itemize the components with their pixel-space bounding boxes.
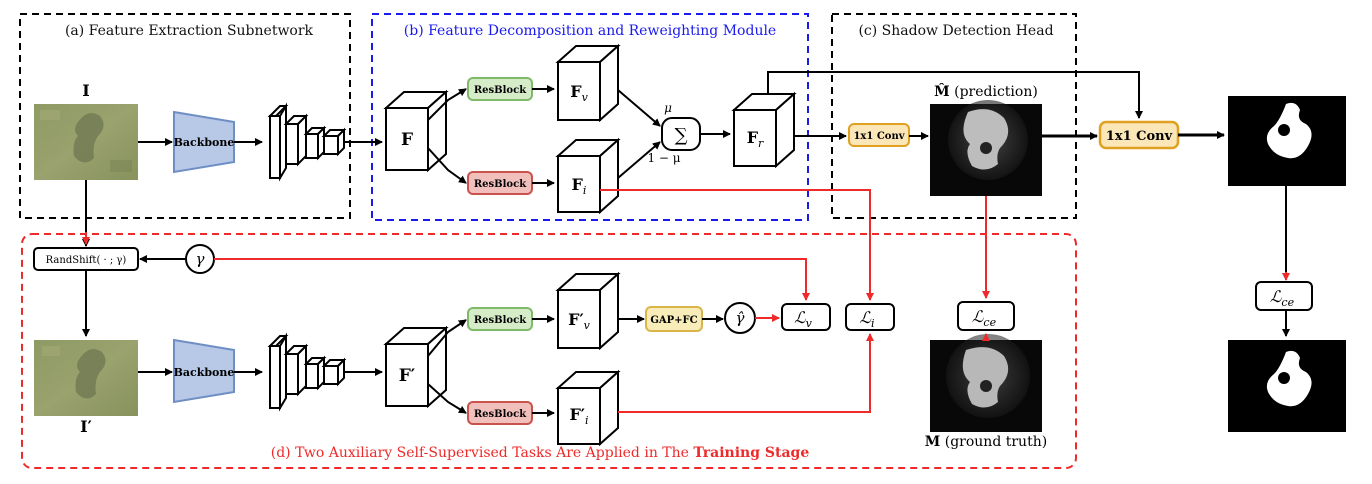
svg-text:1x1 Conv: 1x1 Conv (853, 131, 905, 142)
loss-ce-mid-box: ℒce (957, 301, 1015, 331)
svg-text:RandShift( · ; γ): RandShift( · ; γ) (46, 255, 127, 266)
panel-a-frame (19, 13, 351, 219)
resblock-i-top: ResBlock (467, 171, 533, 195)
conv-small: 1x1 Conv (848, 123, 910, 147)
cube-Fv-prime (555, 271, 621, 351)
input-label-bottom: I′ (80, 417, 92, 436)
input-image-bottom (34, 340, 138, 416)
feature-stack-bottom (267, 332, 347, 412)
mu-label: μ (664, 101, 672, 115)
panel-a-title: (a) Feature Extraction Subnetwork (65, 23, 314, 39)
cube-Fv (555, 43, 621, 123)
prediction-label: M̂ (prediction) (934, 82, 1038, 100)
panel-c-title: (c) Shadow Detection Head (858, 23, 1053, 39)
cube-Fi (555, 137, 621, 215)
loss-i-box: ℒi (845, 303, 895, 331)
resblock-v-top: ResBlock (467, 77, 533, 101)
cube-Fi-prime-label: F′i (569, 405, 588, 427)
svg-text:ResBlock: ResBlock (474, 85, 527, 96)
binary-mask-top (1228, 96, 1346, 186)
svg-text:Backbone: Backbone (174, 136, 235, 149)
cube-F-label: F (401, 130, 413, 150)
backbone-top: Backbone (173, 110, 235, 174)
one-minus-mu-label: 1 − μ (647, 151, 680, 165)
gamma-node: γ (185, 244, 215, 274)
sum-node: ∑ (661, 117, 701, 151)
panel-d-frame (21, 233, 1077, 469)
panel-d-title-bold: Training Stage (693, 445, 809, 461)
randshift-box: RandShift( · ; γ) (33, 247, 139, 271)
svg-text:GAP+FC: GAP+FC (650, 315, 697, 326)
svg-text:ResBlock: ResBlock (474, 315, 527, 326)
gap-fc-box: GAP+FC (645, 306, 703, 332)
prediction-map (930, 100, 1042, 196)
cube-F-prime (383, 325, 449, 409)
input-image-top (34, 104, 138, 180)
cube-Fr (731, 91, 797, 169)
panel-d-title: (d) Two Auxiliary Self-Supervised Tasks … (271, 445, 810, 461)
binary-mask-bottom (1228, 340, 1346, 432)
panel-c-frame (831, 13, 1077, 219)
cube-Fi-prime (555, 369, 621, 447)
panel-b-frame (371, 13, 809, 221)
resblock-i-bottom: ResBlock (467, 401, 533, 425)
loss-ce-right-box: ℒce (1255, 281, 1313, 311)
input-label-top: I (82, 81, 89, 100)
loss-v-box: ℒv (781, 303, 831, 331)
svg-text:Backbone: Backbone (174, 366, 235, 379)
resblock-v-bottom: ResBlock (467, 307, 533, 331)
svg-text:γ̂: γ̂ (736, 309, 745, 327)
ground-truth-label: M (ground truth) (925, 434, 1047, 450)
panel-b-title: (b) Feature Decomposition and Reweightin… (404, 23, 776, 39)
gamma-hat-node: γ̂ (724, 302, 756, 334)
cube-Fi-label: Fi (572, 175, 587, 197)
conv-large: 1x1 Conv (1098, 120, 1180, 150)
svg-text:∑: ∑ (675, 125, 688, 146)
svg-text:ResBlock: ResBlock (474, 179, 527, 190)
red-connectors (82, 189, 1290, 413)
ground-truth-map (930, 334, 1042, 432)
black-connectors (82, 71, 1290, 417)
svg-text:γ: γ (196, 250, 205, 268)
cube-F (383, 89, 449, 173)
cube-F-prime-label: F′ (399, 366, 416, 386)
svg-text:ℒi: ℒi (859, 308, 874, 330)
svg-text:ResBlock: ResBlock (474, 409, 527, 420)
svg-text:1x1 Conv: 1x1 Conv (1106, 129, 1173, 144)
backbone-bottom: Backbone (173, 338, 235, 404)
feature-stack-top (267, 102, 347, 182)
